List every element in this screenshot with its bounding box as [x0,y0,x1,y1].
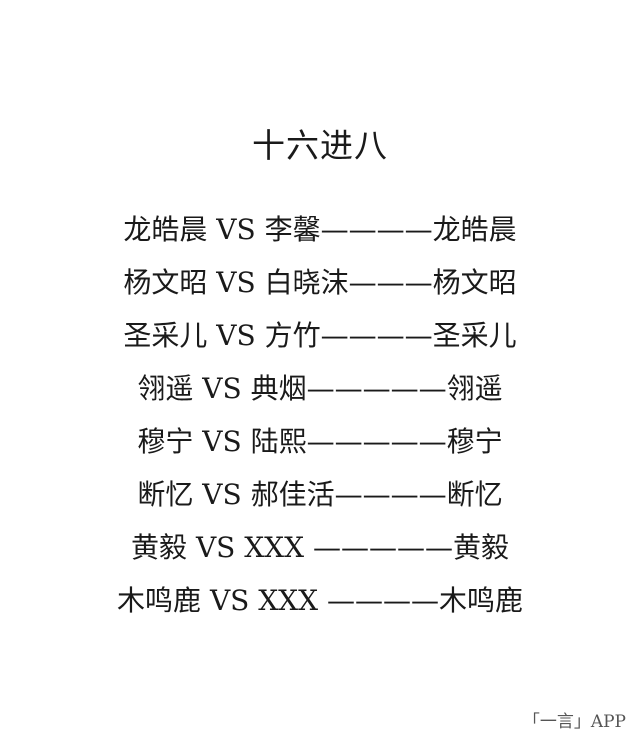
match-row: 木鸣鹿 VS XXX ————木鸣鹿 [117,584,523,617]
match-row: 龙皓晨 VS 李馨————龙皓晨 [123,213,517,246]
match-row: 穆宁 VS 陆熙—————穆宁 [137,425,503,458]
page-title: 十六进八 [252,126,388,165]
match-row: 圣采儿 VS 方竹————圣采儿 [123,319,517,352]
match-row: 杨文昭 VS 白晓沫———杨文昭 [123,266,517,299]
match-row: 黄毅 VS XXX —————黄毅 [131,531,509,564]
match-row: 断忆 VS 郝佳活————断忆 [137,478,503,511]
app-watermark: 「一言」APP [522,712,626,732]
match-row: 翎遥 VS 典烟—————翎遥 [137,372,503,405]
match-list: 龙皓晨 VS 李馨————龙皓晨 杨文昭 VS 白晓沫———杨文昭 圣采儿 VS… [0,203,640,627]
